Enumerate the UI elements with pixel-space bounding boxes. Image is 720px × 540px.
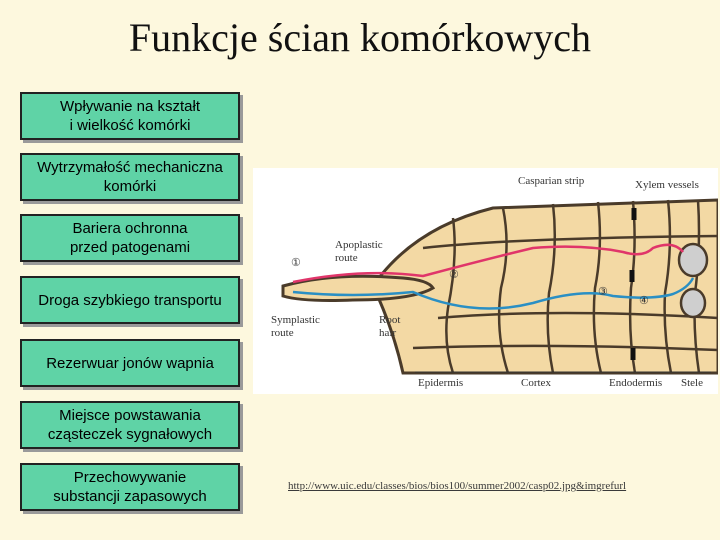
function-box-calcium-reservoir: Rezerwuar jonów wapnia (20, 339, 240, 387)
label-xylem-vessels: Xylem vessels (635, 179, 699, 191)
label-hair: hair (379, 327, 396, 339)
label-endodermis: Endodermis (609, 377, 662, 389)
marker-2: ② (449, 269, 459, 281)
function-box-shape-size: Wpływanie na kształt i wielkość komórki (20, 92, 240, 140)
function-box-pathogen-barrier: Bariera ochronna przed patogenami (20, 214, 240, 262)
marker-1: ① (291, 257, 301, 269)
label-epidermis: Epidermis (418, 377, 463, 389)
label-casparian-strip: Casparian strip (518, 175, 585, 187)
function-box-signal-molecules: Miejsce powstawania cząsteczek sygnałowy… (20, 401, 240, 449)
function-box-fast-transport: Droga szybkiego transportu (20, 276, 240, 324)
root-cross-section-diagram: Casparian strip Xylem vessels Apoplastic… (271, 175, 718, 389)
xylem-vessels (677, 242, 709, 319)
casparian-strip-marks (629, 208, 637, 360)
symplastic-route-line (292, 277, 695, 310)
page-title: Funkcje ścian komórkowych (128, 15, 592, 60)
label-symplastic-route: route (271, 327, 294, 339)
label-cortex: Cortex (521, 377, 551, 389)
label-apoplastic-route: route (335, 252, 358, 264)
label-apoplastic: Apoplastic (335, 239, 383, 251)
marker-3: ③ (598, 286, 608, 298)
apoplastic-route-line (292, 243, 684, 284)
function-box-mechanical-strength: Wytrzymałość mechaniczna komórki (20, 153, 240, 201)
label-symplastic: Symplastic (271, 314, 320, 326)
tissue-region (371, 198, 718, 375)
label-root: Root (379, 314, 400, 326)
marker-4: ④ (639, 295, 649, 307)
source-link[interactable]: http://www.uic.edu/classes/bios/bios100/… (288, 480, 627, 492)
function-box-storage: Przechowywanie substancji zapasowych (20, 463, 240, 511)
root-transport-figure: Casparian strip Xylem vessels Apoplastic… (253, 168, 718, 394)
label-stele: Stele (681, 377, 703, 389)
